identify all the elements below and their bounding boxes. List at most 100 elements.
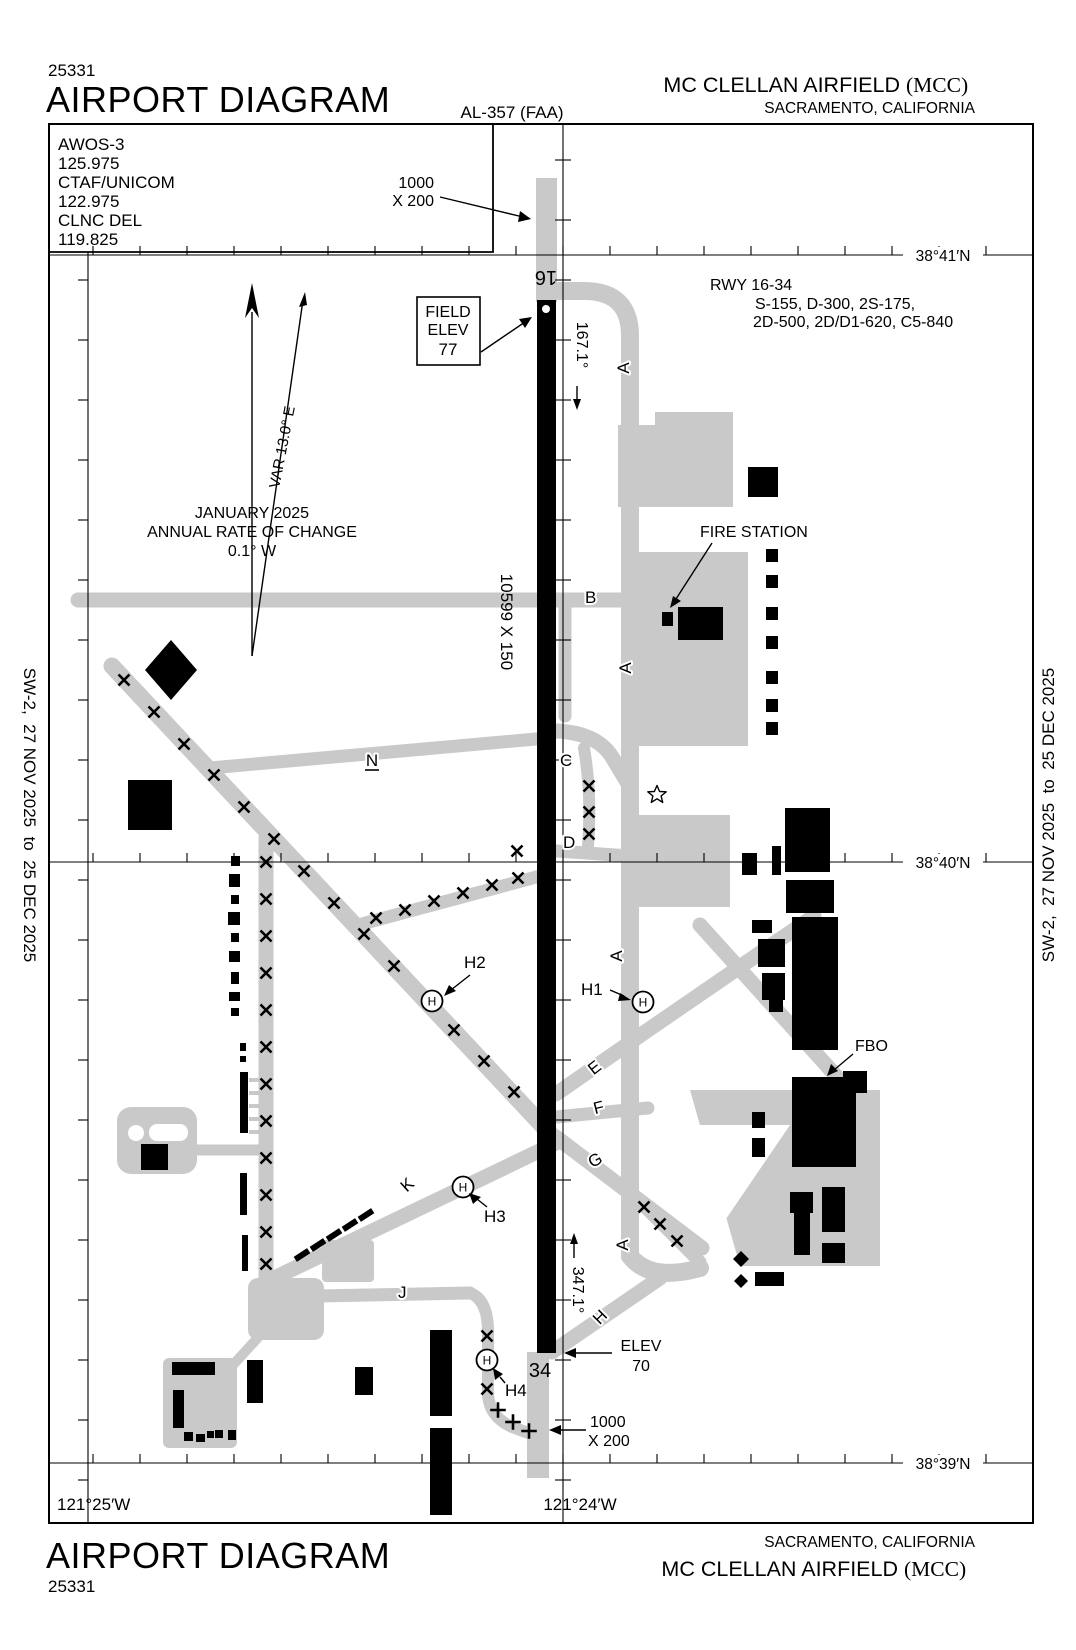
closed-spur-west bbox=[351, 869, 547, 932]
graticule-ticks bbox=[78, 279, 88, 1481]
right-margin-cycle: SW-2, 27 NOV 2025 to 25 DEC 2025 bbox=[1039, 668, 1058, 963]
helipad-label-h2: H2 bbox=[464, 953, 486, 972]
overrun-dim: 1000 bbox=[590, 1414, 626, 1431]
taxiway-label-c: C bbox=[560, 751, 572, 770]
overrun-north bbox=[536, 178, 557, 302]
svg-text:H: H bbox=[428, 995, 437, 1009]
runway-dimensions: 10599 X 150 bbox=[497, 574, 516, 670]
al-number: AL-357 (FAA) bbox=[461, 103, 564, 122]
graticule-ticks bbox=[92, 246, 987, 255]
helipad-h3-icon: H bbox=[451, 1175, 475, 1199]
fbo-arrow-icon bbox=[827, 1064, 838, 1076]
h3-arrow-icon bbox=[469, 1193, 481, 1204]
lat-label-41: 38°41′N bbox=[916, 248, 971, 265]
taxiway-d-path bbox=[550, 844, 637, 863]
header: 25331 AIRPORT DIAGRAM AL-357 (FAA) MC CL… bbox=[46, 61, 976, 122]
taxiway-label-a: A bbox=[616, 662, 635, 674]
beacon-star-icon bbox=[647, 784, 667, 804]
building bbox=[792, 917, 838, 1050]
taxiway-label-a: A bbox=[613, 1239, 632, 1251]
taxiway-c-path bbox=[549, 723, 638, 795]
runway-id-34: 34 bbox=[529, 1360, 551, 1382]
overrun-arrow-icon bbox=[518, 211, 531, 222]
building bbox=[785, 808, 830, 872]
fire-station-building bbox=[678, 607, 723, 640]
airport-icao: (MCC) bbox=[906, 73, 968, 97]
taxiway-label-a: A bbox=[614, 362, 633, 374]
footer-title: AIRPORT DIAGRAM bbox=[46, 1535, 390, 1576]
fbo-label: FBO bbox=[855, 1038, 888, 1055]
graticule-labels: 38°41′N 38°40′N 38°39′N 121°25′W 121°24′… bbox=[57, 247, 983, 1514]
runway-threshold-dot bbox=[542, 305, 550, 313]
apron-northeast bbox=[618, 412, 733, 507]
rwy-info-line: 2D-500, 2D/D1-620, C5-840 bbox=[753, 314, 953, 331]
helipad-label-h1: H1 bbox=[581, 980, 603, 999]
elev-34-label: ELEV bbox=[621, 1338, 662, 1355]
taxiway-label-d: D bbox=[563, 833, 575, 852]
heading-16-arrow-icon bbox=[573, 399, 581, 410]
comm-box: AWOS-3 125.975 CTAF/UNICOM 122.975 CLNC … bbox=[58, 135, 175, 249]
overrun-dim: X 200 bbox=[588, 1433, 630, 1450]
building bbox=[141, 1144, 168, 1170]
rwy-info-line: S-155, D-300, 2S-175, bbox=[755, 296, 915, 313]
field-elev-text: FIELD bbox=[425, 304, 470, 321]
building bbox=[128, 780, 172, 830]
north-arrow-icon bbox=[245, 283, 259, 318]
taxiway-label-a: A bbox=[607, 950, 626, 962]
building-diamond bbox=[734, 1274, 748, 1288]
closed-loop-h4 bbox=[464, 1287, 548, 1444]
lat-label-39: 38°39′N bbox=[916, 1456, 971, 1473]
overrun-dim: X 200 bbox=[392, 193, 434, 210]
building-diamond bbox=[733, 1251, 749, 1267]
heading-34-arrow-icon bbox=[570, 1233, 578, 1244]
lon-label-24: 121°24′W bbox=[543, 1495, 616, 1514]
overrun-arrow-icon bbox=[549, 1425, 561, 1435]
taxiway-k-path bbox=[264, 1135, 564, 1287]
helipad-h1-icon: H bbox=[631, 990, 655, 1014]
taxiway-f-path bbox=[549, 1101, 655, 1124]
magnetic-note: ANNUAL RATE OF CHANGE bbox=[147, 524, 357, 541]
elev-arrow-icon bbox=[564, 1348, 576, 1358]
variation-arrow-icon bbox=[299, 292, 307, 307]
taxiway-a-path bbox=[551, 282, 639, 1265]
runway-heading-16: 167.1° bbox=[573, 322, 590, 368]
comm-line: 125.975 bbox=[58, 154, 119, 173]
comm-box-border bbox=[49, 124, 494, 253]
svg-text:H: H bbox=[459, 1181, 468, 1195]
comm-line: 122.975 bbox=[58, 192, 119, 211]
svg-text:H: H bbox=[483, 1354, 492, 1368]
taxiway-h-path bbox=[544, 1270, 668, 1360]
helipad-label-h3: H3 bbox=[484, 1207, 506, 1226]
buildings-east bbox=[662, 467, 867, 1288]
page-title: AIRPORT DIAGRAM bbox=[46, 79, 390, 120]
city-state: SACRAMENTO, CALIFORNIA bbox=[764, 100, 975, 117]
field-elev-text: ELEV bbox=[428, 322, 469, 339]
apron-fire-station bbox=[628, 552, 748, 746]
footer: SACRAMENTO, CALIFORNIA AIRPORT DIAGRAM M… bbox=[46, 1534, 976, 1596]
comm-line: CTAF/UNICOM bbox=[58, 173, 175, 192]
field-elev-value: 77 bbox=[439, 340, 458, 359]
taxiway-n-path bbox=[203, 732, 543, 775]
taxiway-labels: A A A A B C D E F G H J K N bbox=[364, 360, 637, 1330]
fire-station-label: FIRE STATION bbox=[700, 524, 808, 541]
overrun-south bbox=[527, 1352, 549, 1478]
plate-code-top: 25331 bbox=[48, 61, 95, 80]
variation-value: VAR 13.0° E bbox=[266, 405, 299, 490]
building bbox=[430, 1428, 452, 1515]
footer-city-state: SACRAMENTO, CALIFORNIA bbox=[764, 1534, 975, 1551]
helipad-label-h4: H4 bbox=[505, 1381, 527, 1400]
taxiway-label-k: K bbox=[397, 1174, 419, 1196]
magnetic-note: JANUARY 2025 bbox=[195, 505, 309, 522]
footer-airport-name: MC CLELLAN AIRFIELD bbox=[661, 1557, 898, 1581]
apron-mid bbox=[630, 815, 730, 907]
building bbox=[430, 1330, 452, 1416]
overrun-dim: 1000 bbox=[398, 175, 434, 192]
taxiway-label-b: B bbox=[585, 588, 596, 607]
airport-name: MC CLELLAN AIRFIELD bbox=[663, 73, 900, 97]
runway-info: RWY 16-34 S-155, D-300, 2S-175, 2D-500, … bbox=[710, 277, 953, 331]
runway-heading-34: 347.1° bbox=[569, 1267, 586, 1313]
lat-label-40: 38°40′N bbox=[916, 855, 971, 872]
h1-arrow-icon bbox=[618, 993, 631, 1001]
comm-line: AWOS-3 bbox=[58, 135, 124, 154]
